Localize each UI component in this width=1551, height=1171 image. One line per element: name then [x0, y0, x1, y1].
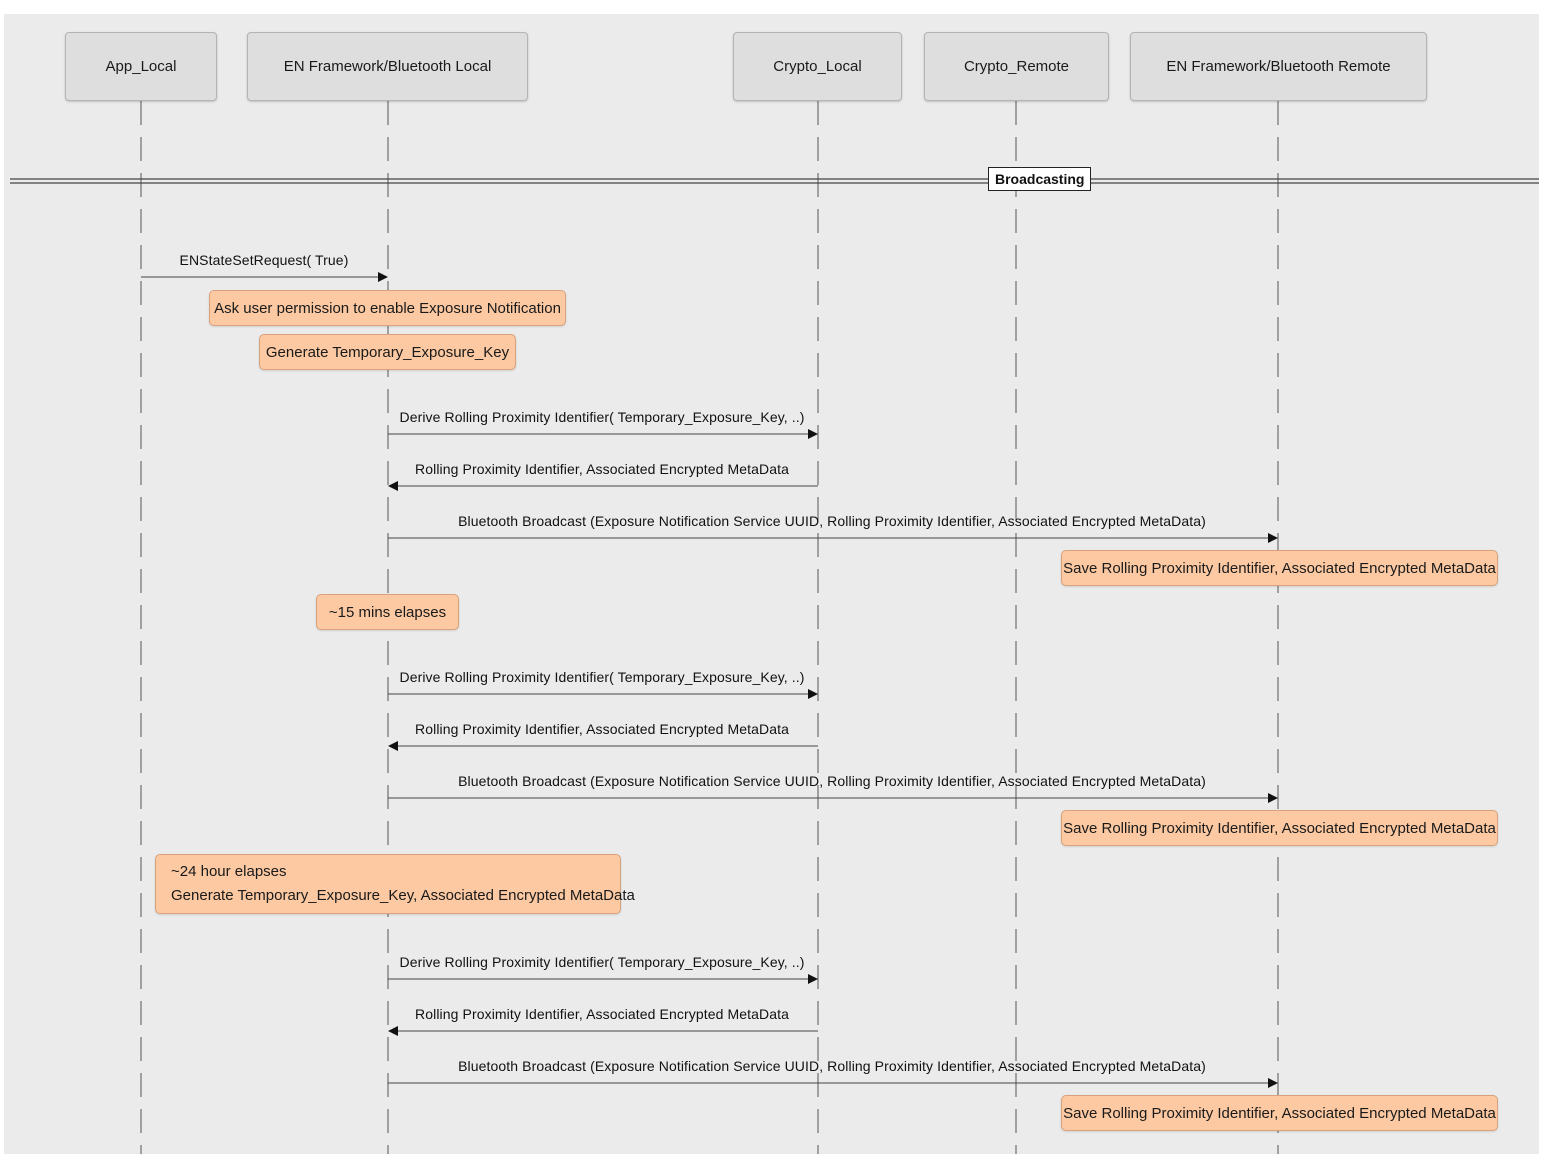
- note: Save Rolling Proximity Identifier, Assoc…: [1061, 810, 1498, 846]
- diagram-lines: [10, 101, 1539, 1154]
- arrowhead-icon: [808, 689, 818, 699]
- note-text: Generate Temporary_Exposure_Key: [265, 343, 510, 361]
- participant-label: Crypto_Local: [773, 58, 862, 75]
- participant-app-local: App_Local: [65, 32, 217, 101]
- note-text: Generate Temporary_Exposure_Key, Associa…: [171, 887, 635, 904]
- message-label: Rolling Proximity Identifier, Associated…: [415, 1006, 789, 1022]
- arrowhead-icon: [388, 741, 398, 751]
- arrowhead-icon: [378, 272, 388, 282]
- participant-label: EN Framework/Bluetooth Local: [283, 58, 492, 75]
- note-text: Save Rolling Proximity Identifier, Assoc…: [1063, 1104, 1496, 1122]
- message-label: Rolling Proximity Identifier, Associated…: [415, 721, 789, 737]
- message-label: Derive Rolling Proximity Identifier( Tem…: [399, 409, 805, 425]
- message-label: Rolling Proximity Identifier, Associated…: [415, 461, 789, 477]
- arrowhead-icon: [1268, 1078, 1278, 1088]
- note: Ask user permission to enable Exposure N…: [209, 290, 566, 326]
- message-label: ENStateSetRequest( True): [179, 252, 349, 268]
- participant-label: Crypto_Remote: [963, 58, 1070, 75]
- arrowhead-icon: [388, 1026, 398, 1036]
- message-label: Derive Rolling Proximity Identifier( Tem…: [399, 954, 805, 970]
- participant-label: App_Local: [105, 58, 177, 75]
- note-text: Ask user permission to enable Exposure N…: [214, 299, 561, 317]
- arrowhead-icon: [388, 481, 398, 491]
- note: ~15 mins elapses: [316, 594, 459, 630]
- participant-en-framework-remote: EN Framework/Bluetooth Remote: [1130, 32, 1427, 101]
- message-label: Derive Rolling Proximity Identifier( Tem…: [399, 669, 805, 685]
- note-text: Save Rolling Proximity Identifier, Assoc…: [1063, 819, 1496, 837]
- message-label: Bluetooth Broadcast (Exposure Notificati…: [458, 773, 1206, 789]
- note: ~24 hour elapses Generate Temporary_Expo…: [155, 854, 635, 914]
- note-text: ~24 hour elapses: [171, 863, 287, 880]
- message-label: Bluetooth Broadcast (Exposure Notificati…: [458, 513, 1206, 529]
- arrowhead-icon: [808, 429, 818, 439]
- section-divider-label: Broadcasting: [988, 167, 1092, 191]
- arrowhead-icon: [1268, 533, 1278, 543]
- participant-label: EN Framework/Bluetooth Remote: [1166, 58, 1391, 75]
- participant-en-framework-local: EN Framework/Bluetooth Local: [247, 32, 528, 101]
- sequence-diagram: App_Local EN Framework/Bluetooth Local C…: [4, 14, 1539, 1154]
- participant-crypto-local: Crypto_Local: [733, 32, 902, 101]
- note-text: Save Rolling Proximity Identifier, Assoc…: [1063, 559, 1496, 577]
- note: Generate Temporary_Exposure_Key: [259, 334, 516, 370]
- arrowhead-icon: [808, 974, 818, 984]
- message-label: Bluetooth Broadcast (Exposure Notificati…: [458, 1058, 1206, 1074]
- arrowhead-icon: [1268, 793, 1278, 803]
- note: Save Rolling Proximity Identifier, Assoc…: [1061, 1095, 1498, 1131]
- note: Save Rolling Proximity Identifier, Assoc…: [1061, 550, 1498, 586]
- participant-crypto-remote: Crypto_Remote: [924, 32, 1109, 101]
- note-text: ~15 mins elapses: [328, 603, 447, 621]
